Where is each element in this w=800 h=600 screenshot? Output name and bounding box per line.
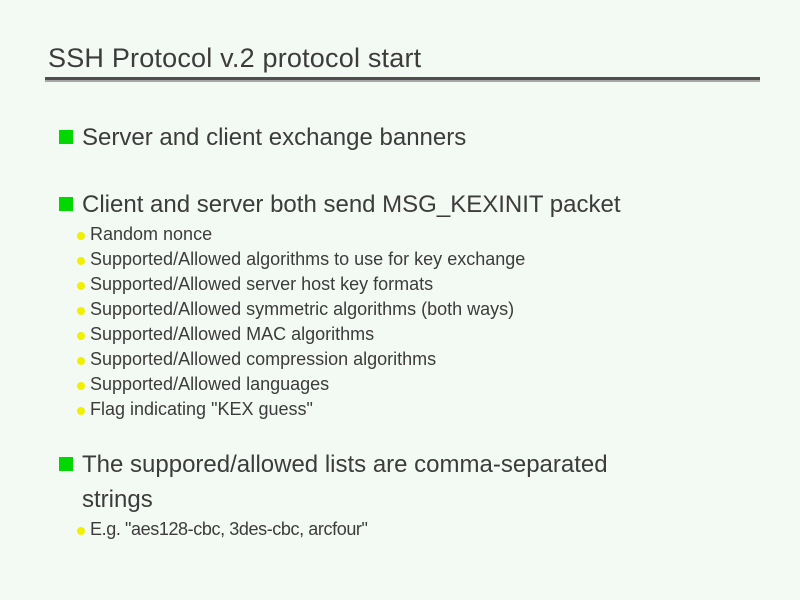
sub-bullet-item: Supported/Allowed languages xyxy=(77,372,329,397)
bullet-text: Client and server both send MSG_KEXINIT … xyxy=(82,191,621,218)
sub-bullet-item: Supported/Allowed algorithms to use for … xyxy=(77,247,525,272)
sub-bullet-item: E.g. "aes128-cbc, 3des-cbc, arcfour" xyxy=(77,517,368,542)
yellow-circle-bullet-icon xyxy=(77,382,85,390)
yellow-circle-bullet-icon xyxy=(77,407,85,415)
title-underline-light-line xyxy=(45,80,760,82)
green-square-bullet-icon xyxy=(59,197,73,211)
green-square-bullet-icon xyxy=(59,457,73,471)
sub-bullet-text: Supported/Allowed server host key format… xyxy=(90,274,434,294)
yellow-circle-bullet-icon xyxy=(77,357,85,365)
sub-bullet-text: Supported/Allowed algorithms to use for … xyxy=(90,249,526,269)
yellow-circle-bullet-icon xyxy=(77,257,85,265)
yellow-circle-bullet-icon xyxy=(77,282,85,290)
sub-bullet-text: Supported/Allowed languages xyxy=(90,374,330,394)
sub-bullet-item: Supported/Allowed compression algorithms xyxy=(77,347,436,372)
sub-bullet-item: Supported/Allowed symmetric algorithms (… xyxy=(77,297,514,322)
sub-bullet-item: Random nonce xyxy=(77,222,212,247)
sub-bullet-item: Supported/Allowed MAC algorithms xyxy=(77,322,374,347)
bullet-item: The suppored/allowed lists are comma-sep… xyxy=(59,447,682,517)
slide-title: SSH Protocol v.2 protocol start xyxy=(48,43,422,73)
yellow-circle-bullet-icon xyxy=(77,307,85,315)
yellow-circle-bullet-icon xyxy=(77,332,85,340)
yellow-circle-bullet-icon xyxy=(77,527,85,535)
sub-bullet-text: Random nonce xyxy=(90,224,213,244)
sub-bullet-item: Flag indicating "KEX guess" xyxy=(77,397,313,422)
sub-bullet-item: Supported/Allowed server host key format… xyxy=(77,272,433,297)
title-underline-dark-line xyxy=(45,77,760,80)
bullet-item: Server and client exchange banners xyxy=(59,120,466,155)
title-underline xyxy=(45,77,760,82)
bullet-text: Server and client exchange banners xyxy=(82,124,467,151)
green-square-bullet-icon xyxy=(59,130,73,144)
yellow-circle-bullet-icon xyxy=(77,232,85,240)
sub-bullet-text: Supported/Allowed compression algorithms xyxy=(90,349,437,369)
sub-bullet-text: Supported/Allowed symmetric algorithms (… xyxy=(90,299,515,319)
bullet-text: The suppored/allowed lists are comma-sep… xyxy=(82,451,608,513)
sub-bullet-text: Flag indicating "KEX guess" xyxy=(90,399,313,419)
sub-bullet-text: Supported/Allowed MAC algorithms xyxy=(90,324,375,344)
bullet-item: Client and server both send MSG_KEXINIT … xyxy=(59,187,621,222)
sub-bullet-text: E.g. "aes128-cbc, 3des-cbc, arcfour" xyxy=(90,519,368,539)
